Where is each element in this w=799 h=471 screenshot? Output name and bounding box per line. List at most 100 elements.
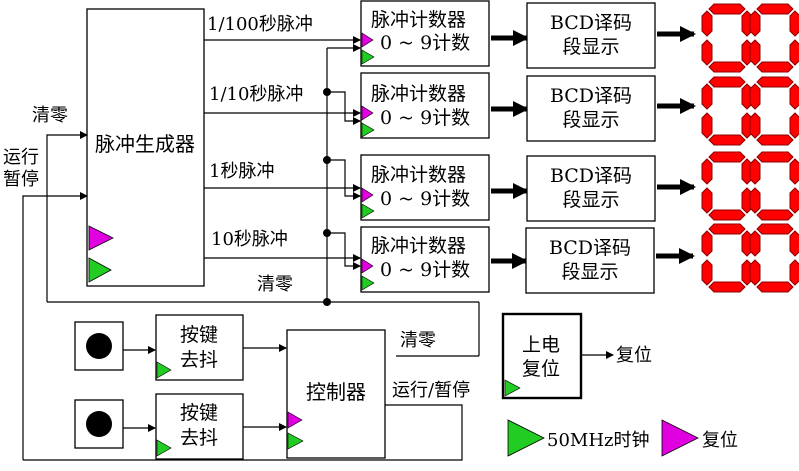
debounce-box-1 bbox=[155, 314, 244, 381]
push-button-icon bbox=[74, 321, 124, 371]
display-segment bbox=[749, 187, 761, 214]
junction-dot bbox=[323, 298, 331, 306]
display-segment bbox=[756, 281, 794, 293]
reset-branch-2 bbox=[327, 91, 361, 125]
reset-input-wire bbox=[46, 131, 88, 302]
controller-run-out-label: 运行/暂停 bbox=[392, 380, 470, 401]
debounce-2-line1: 按键 bbox=[180, 402, 218, 424]
display-segment bbox=[708, 281, 746, 293]
seven-segment-display-icon bbox=[701, 76, 799, 146]
display-segment bbox=[789, 230, 799, 257]
display-segment bbox=[701, 259, 713, 286]
reset-left-label: 清零 bbox=[32, 105, 68, 126]
display-segment bbox=[749, 39, 761, 66]
reset-triangle-icon bbox=[361, 32, 374, 48]
clock-triangle-icon bbox=[361, 122, 375, 138]
display-segment bbox=[789, 83, 799, 110]
clock-triangle-icon bbox=[287, 432, 304, 450]
display-segment bbox=[756, 76, 794, 88]
display-segment bbox=[789, 158, 799, 185]
reset-triangle-icon bbox=[361, 187, 374, 203]
debounce-1-line2: 去抖 bbox=[180, 349, 218, 371]
pulse-100-label: 1/100秒脉冲 bbox=[207, 14, 313, 35]
bcd-decoder-line1: BCD译码 bbox=[550, 165, 632, 187]
counter-row-4: 脉冲计数器 0 ~ 9计数 BCD译码 段显示 bbox=[360, 223, 799, 294]
bcd-decoder-box bbox=[525, 227, 655, 294]
display-segment bbox=[756, 134, 794, 146]
display-segment bbox=[708, 209, 746, 221]
bcd-decoder-line2: 段显示 bbox=[562, 109, 619, 131]
clock-triangle-icon bbox=[361, 49, 375, 65]
clock-triangle-icon bbox=[156, 361, 172, 379]
power-on-line1: 上电 bbox=[522, 334, 560, 356]
reset-triangle-icon bbox=[361, 258, 374, 274]
reset-mid-label: 清零 bbox=[257, 274, 293, 295]
legend-reset-icon bbox=[661, 419, 699, 457]
counter-row-1: 脉冲计数器 0 ~ 9计数 BCD译码 段显示 bbox=[360, 0, 799, 73]
display-segment bbox=[756, 151, 794, 163]
display-segment bbox=[708, 134, 746, 146]
seven-segment-display-icon bbox=[701, 151, 799, 221]
pulse-counter-range: 0 ~ 9计数 bbox=[380, 107, 470, 129]
display-segment bbox=[749, 158, 761, 185]
pulse-counter-range: 0 ~ 9计数 bbox=[380, 188, 470, 210]
pulse-counter-box bbox=[360, 0, 490, 67]
pulse-counter-box bbox=[360, 154, 490, 221]
seven-segment-display-icon bbox=[701, 223, 799, 293]
reset-branch-4 bbox=[327, 232, 361, 270]
display-segment bbox=[708, 61, 746, 73]
display-segment bbox=[701, 112, 713, 139]
reset-triangle-icon bbox=[287, 411, 303, 429]
bcd-decoder-box bbox=[526, 155, 656, 222]
display-segment bbox=[708, 151, 746, 163]
display-segment bbox=[749, 10, 761, 37]
display-segment bbox=[756, 209, 794, 221]
run-pause-left-label-1: 运行 bbox=[3, 147, 39, 168]
pulse-counter-range: 0 ~ 9计数 bbox=[380, 32, 470, 54]
pulse-counter-title: 脉冲计数器 bbox=[371, 235, 466, 257]
clock-triangle-icon bbox=[88, 257, 112, 283]
run-pause-input-wire bbox=[22, 192, 88, 460]
pulse-10-label: 1/10秒脉冲 bbox=[209, 84, 303, 105]
seven-segment-display-icon bbox=[701, 3, 799, 73]
reset-triangle-icon bbox=[88, 225, 114, 251]
controller-box bbox=[286, 329, 386, 459]
debounce-1-line1: 按键 bbox=[180, 324, 218, 346]
power-on-line2: 复位 bbox=[522, 358, 560, 380]
bcd-decoder-box bbox=[526, 75, 656, 142]
display-segment bbox=[701, 187, 713, 214]
display-segment bbox=[701, 83, 713, 110]
bcd-decoder-line2: 段显示 bbox=[562, 36, 619, 58]
run-pause-feedback-wire bbox=[23, 404, 463, 461]
display-segment bbox=[789, 259, 799, 286]
display-segment bbox=[756, 61, 794, 73]
bcd-decoder-box bbox=[526, 2, 656, 69]
pulse-1-label: 1秒脉冲 bbox=[209, 161, 274, 182]
bcd-decoder-line1: BCD译码 bbox=[549, 237, 631, 259]
reset-output-label: 复位 bbox=[616, 345, 652, 366]
bcd-decoder-line2: 段显示 bbox=[562, 189, 619, 211]
bcd-decoder-line1: BCD译码 bbox=[550, 12, 632, 34]
display-segment bbox=[756, 3, 794, 15]
display-segment bbox=[789, 39, 799, 66]
clock-triangle-icon bbox=[504, 379, 521, 397]
display-segment bbox=[789, 10, 799, 37]
push-button-icon bbox=[74, 399, 124, 449]
counter-row-3: 脉冲计数器 0 ~ 9计数 BCD译码 段显示 bbox=[360, 151, 799, 222]
clock-triangle-icon bbox=[156, 439, 172, 457]
debounce-2-line2: 去抖 bbox=[180, 427, 218, 449]
display-segment bbox=[701, 10, 713, 37]
pulse-counter-range: 0 ~ 9计数 bbox=[380, 259, 470, 281]
legend-clock-label: 50MHz时钟 bbox=[547, 430, 650, 451]
display-segment bbox=[701, 39, 713, 66]
display-segment bbox=[701, 230, 713, 257]
bcd-decoder-line2: 段显示 bbox=[561, 261, 618, 283]
display-segment bbox=[701, 158, 713, 185]
clock-triangle-icon bbox=[361, 203, 375, 219]
display-segment bbox=[708, 76, 746, 88]
legend-clock-icon bbox=[507, 419, 545, 457]
display-segment bbox=[749, 259, 761, 286]
reset-branch-3 bbox=[327, 159, 361, 200]
pulse-counter-title: 脉冲计数器 bbox=[371, 83, 466, 105]
pulse-counter-box bbox=[360, 72, 490, 139]
